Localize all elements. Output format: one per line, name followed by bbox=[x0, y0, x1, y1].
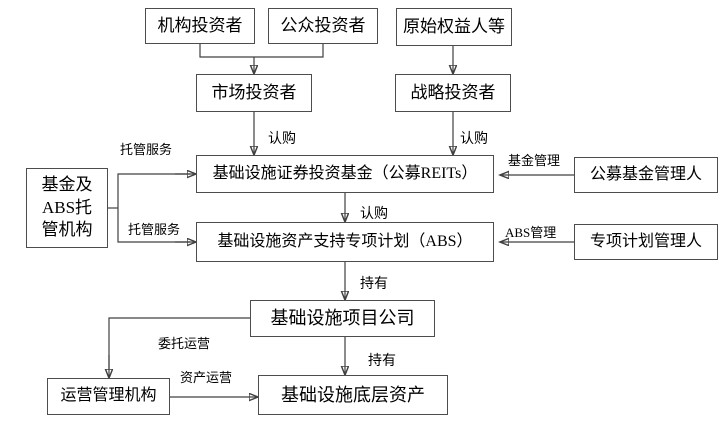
node-abs-plan[interactable]: 基础设施资产支持专项计划（ABS） bbox=[196, 222, 494, 262]
node-institutional-investors[interactable]: 机构投资者 bbox=[145, 8, 255, 44]
node-public-reits-fund[interactable]: 基础设施证券投资基金（公募REITs） bbox=[196, 155, 494, 193]
edge-label-subscribe-reits-strategic: 认购 bbox=[460, 132, 488, 147]
edge-label-custody-service-bottom: 托管服务 bbox=[128, 222, 181, 237]
edge-label-custody-service-top: 托管服务 bbox=[120, 142, 173, 157]
edge-label-asset-operation: 资产运营 bbox=[180, 370, 233, 385]
node-original-owners[interactable]: 原始权益人等 bbox=[396, 8, 512, 46]
node-market-investors[interactable]: 市场投资者 bbox=[196, 74, 312, 112]
edge-label-hold-project-company: 持有 bbox=[360, 277, 388, 292]
node-project-company[interactable]: 基础设施项目公司 bbox=[250, 300, 435, 337]
edge-label-subscribe-reits-market: 认购 bbox=[268, 132, 296, 147]
wire-custodian-up bbox=[117, 173, 190, 208]
node-custodian[interactable]: 基金及 ABS托 管机构 bbox=[26, 168, 108, 248]
edge-label-fund-management: 基金管理 bbox=[508, 153, 561, 168]
node-operations-manager[interactable]: 运营管理机构 bbox=[47, 378, 170, 415]
edge-label-subscribe-abs: 认购 bbox=[360, 207, 388, 222]
edge-label-abs-management: ABS管理 bbox=[505, 225, 557, 240]
edge-label-entrusted-operation: 委托运营 bbox=[158, 336, 211, 351]
node-fund-manager[interactable]: 公募基金管理人 bbox=[574, 157, 718, 193]
wire-investors-merge bbox=[199, 44, 324, 58]
node-underlying-assets[interactable]: 基础设施底层资产 bbox=[258, 375, 448, 415]
wire-project-to-ops bbox=[108, 317, 250, 370]
node-public-investors[interactable]: 公众投资者 bbox=[268, 8, 378, 44]
edge-label-hold-assets: 持有 bbox=[368, 354, 396, 369]
wire-custodian-down bbox=[117, 208, 190, 243]
node-strategic-investors[interactable]: 战略投资者 bbox=[395, 74, 511, 112]
node-abs-manager[interactable]: 专项计划管理人 bbox=[574, 224, 718, 260]
